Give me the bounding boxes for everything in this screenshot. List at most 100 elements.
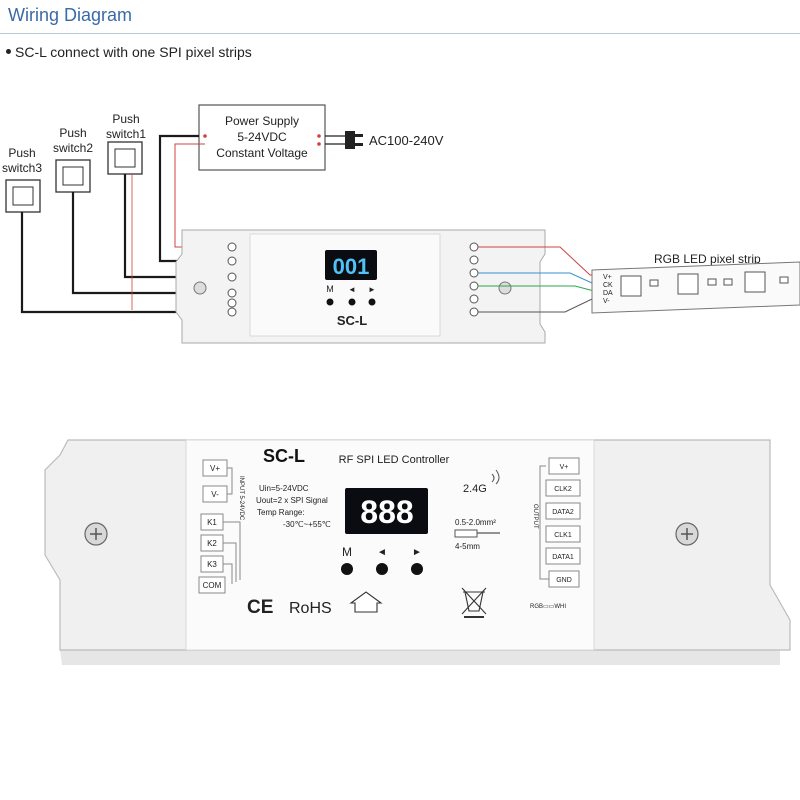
power-supply-box — [198, 104, 326, 171]
large-button-label-m: M — [342, 545, 352, 559]
large-input-label: INPUT 5-24VDC — [238, 476, 244, 521]
large-model-name: SC-L — [263, 446, 305, 466]
ps-terminal-dot — [317, 142, 321, 146]
screw-icon — [498, 281, 512, 295]
ac-plug-icon — [325, 131, 363, 149]
small-button-label-left: ◄ — [348, 285, 356, 294]
screw-slot — [90, 528, 102, 540]
rgb-whi-label: RGB▭▭WHI — [530, 604, 566, 610]
led-resistor — [779, 276, 789, 284]
large-terminal-com: COM — [203, 581, 222, 590]
power-supply-line2: 5-24VDC — [237, 130, 287, 144]
large-button-left — [376, 563, 388, 575]
strip-pin-ck: CK — [603, 282, 613, 289]
switch2-button — [62, 166, 84, 186]
led-strip-label: RGB LED pixel strip — [654, 252, 761, 266]
wire-strip-length: 4-5mm — [455, 542, 480, 551]
led-chip — [677, 273, 699, 295]
power-supply-line3: Constant Voltage — [216, 146, 308, 160]
small-display — [325, 250, 377, 280]
wire-strip-icon — [454, 529, 478, 538]
push-switch-1: Push switch1 — [106, 112, 146, 175]
large-terminal-vplus: V+ — [210, 464, 220, 473]
indoor-use-icon — [349, 591, 383, 613]
large-terminal-data1: DATA1 — [552, 554, 574, 561]
switch2-label-line2: switch2 — [53, 141, 93, 155]
large-terminal-data2: DATA2 — [552, 509, 574, 516]
switch1-label-line1: Push — [112, 112, 139, 126]
large-button-label-left: ◄ — [377, 547, 387, 558]
strip-pin-vminus: V- — [603, 298, 610, 305]
large-display-digits: 888 — [360, 494, 413, 530]
led-strip: RGB LED pixel strip V+ CK DA V- — [591, 252, 800, 314]
screw-slot — [681, 528, 693, 540]
small-button-m — [326, 298, 334, 306]
small-right-terminals — [469, 242, 479, 317]
led-resistor — [723, 278, 733, 286]
small-button-label-right: ► — [368, 285, 376, 294]
rf-wave-icon — [491, 469, 500, 485]
subtitle-text: SC-L connect with one SPI pixel strips — [15, 44, 252, 60]
spec-temp: Temp Range: — [257, 508, 305, 517]
switch3-label-line1: Push — [8, 146, 35, 160]
spec-uout: Uout=2 x SPI Signal — [256, 496, 328, 505]
large-terminal-k2: K2 — [207, 539, 217, 548]
controller-large: V+ V- K1 K2 K3 COM INPUT 5-24VDC SC-L RF… — [44, 439, 791, 665]
ps-terminal-dot — [317, 134, 321, 138]
ps-terminal-dot — [203, 134, 207, 138]
large-right-terminals: V+ CLK2 DATA2 CLK1 DATA1 GND — [539, 457, 581, 588]
small-display-digits: 001 — [333, 254, 370, 279]
wire-gauge-label: 0.5-2.0mm² — [455, 518, 496, 527]
bullet-dot — [6, 49, 11, 54]
led-resistor — [707, 278, 717, 286]
large-terminal-out-vplus: V+ — [560, 464, 569, 471]
small-model-name: SC-L — [337, 313, 367, 328]
small-button-label-m: M — [326, 284, 334, 294]
wire-switch3 — [20, 212, 232, 314]
large-left-terminals: V+ V- K1 K2 K3 COM — [198, 459, 241, 594]
controller-large-panel — [185, 439, 595, 651]
ce-mark: CE — [247, 597, 273, 618]
strip-pin-da: DA — [603, 290, 613, 297]
large-terminal-k1: K1 — [207, 518, 217, 527]
header-title: Wiring Diagram — [8, 5, 133, 25]
large-output-label: OUTPUT — [532, 504, 538, 529]
strip-pin-vplus: V+ — [603, 274, 612, 281]
small-button-right — [368, 298, 376, 306]
power-supply-line1: Power Supply — [225, 114, 299, 128]
large-subtitle: RF SPI LED Controller — [339, 454, 450, 466]
large-terminal-vminus: V- — [211, 490, 219, 499]
switch1-button — [114, 148, 136, 168]
large-rf-label: 2.4G — [463, 483, 487, 495]
push-switch-2: Push switch2 — [53, 126, 93, 193]
weee-bin-icon — [461, 587, 487, 618]
large-terminal-k3: K3 — [207, 560, 217, 569]
small-button-left — [348, 298, 356, 306]
switch3-label-line2: switch3 — [2, 161, 42, 175]
screw-icon — [193, 281, 207, 295]
controller-small: 001 M ◄ ► SC-L — [175, 229, 546, 344]
rohs-mark: RoHS — [289, 600, 332, 617]
large-button-right — [411, 563, 423, 575]
led-resistor — [649, 279, 659, 287]
large-terminal-gnd: GND — [556, 577, 572, 584]
large-button-m — [341, 563, 353, 575]
header-rule — [0, 33, 800, 34]
switch2-label-line1: Push — [59, 126, 86, 140]
led-chip — [620, 275, 642, 297]
ac-voltage-label: AC100-240V — [369, 133, 444, 148]
large-terminal-clk2: CLK2 — [554, 486, 572, 493]
led-chip — [744, 271, 766, 293]
switch1-label-line2: switch1 — [106, 127, 146, 141]
push-switch-3: Push switch3 — [2, 146, 42, 213]
switch3-body — [5, 179, 41, 213]
large-terminal-clk1: CLK1 — [554, 532, 572, 539]
power-supply: Power Supply 5-24VDC Constant Voltage — [198, 104, 326, 171]
spec-temp-range: -30℃~+55℃ — [283, 520, 331, 529]
switch3-button — [12, 186, 34, 206]
large-button-label-right: ► — [412, 547, 422, 558]
large-display — [345, 488, 428, 534]
spec-uin: Uin=5-24VDC — [259, 484, 309, 493]
small-left-terminals — [227, 242, 237, 317]
